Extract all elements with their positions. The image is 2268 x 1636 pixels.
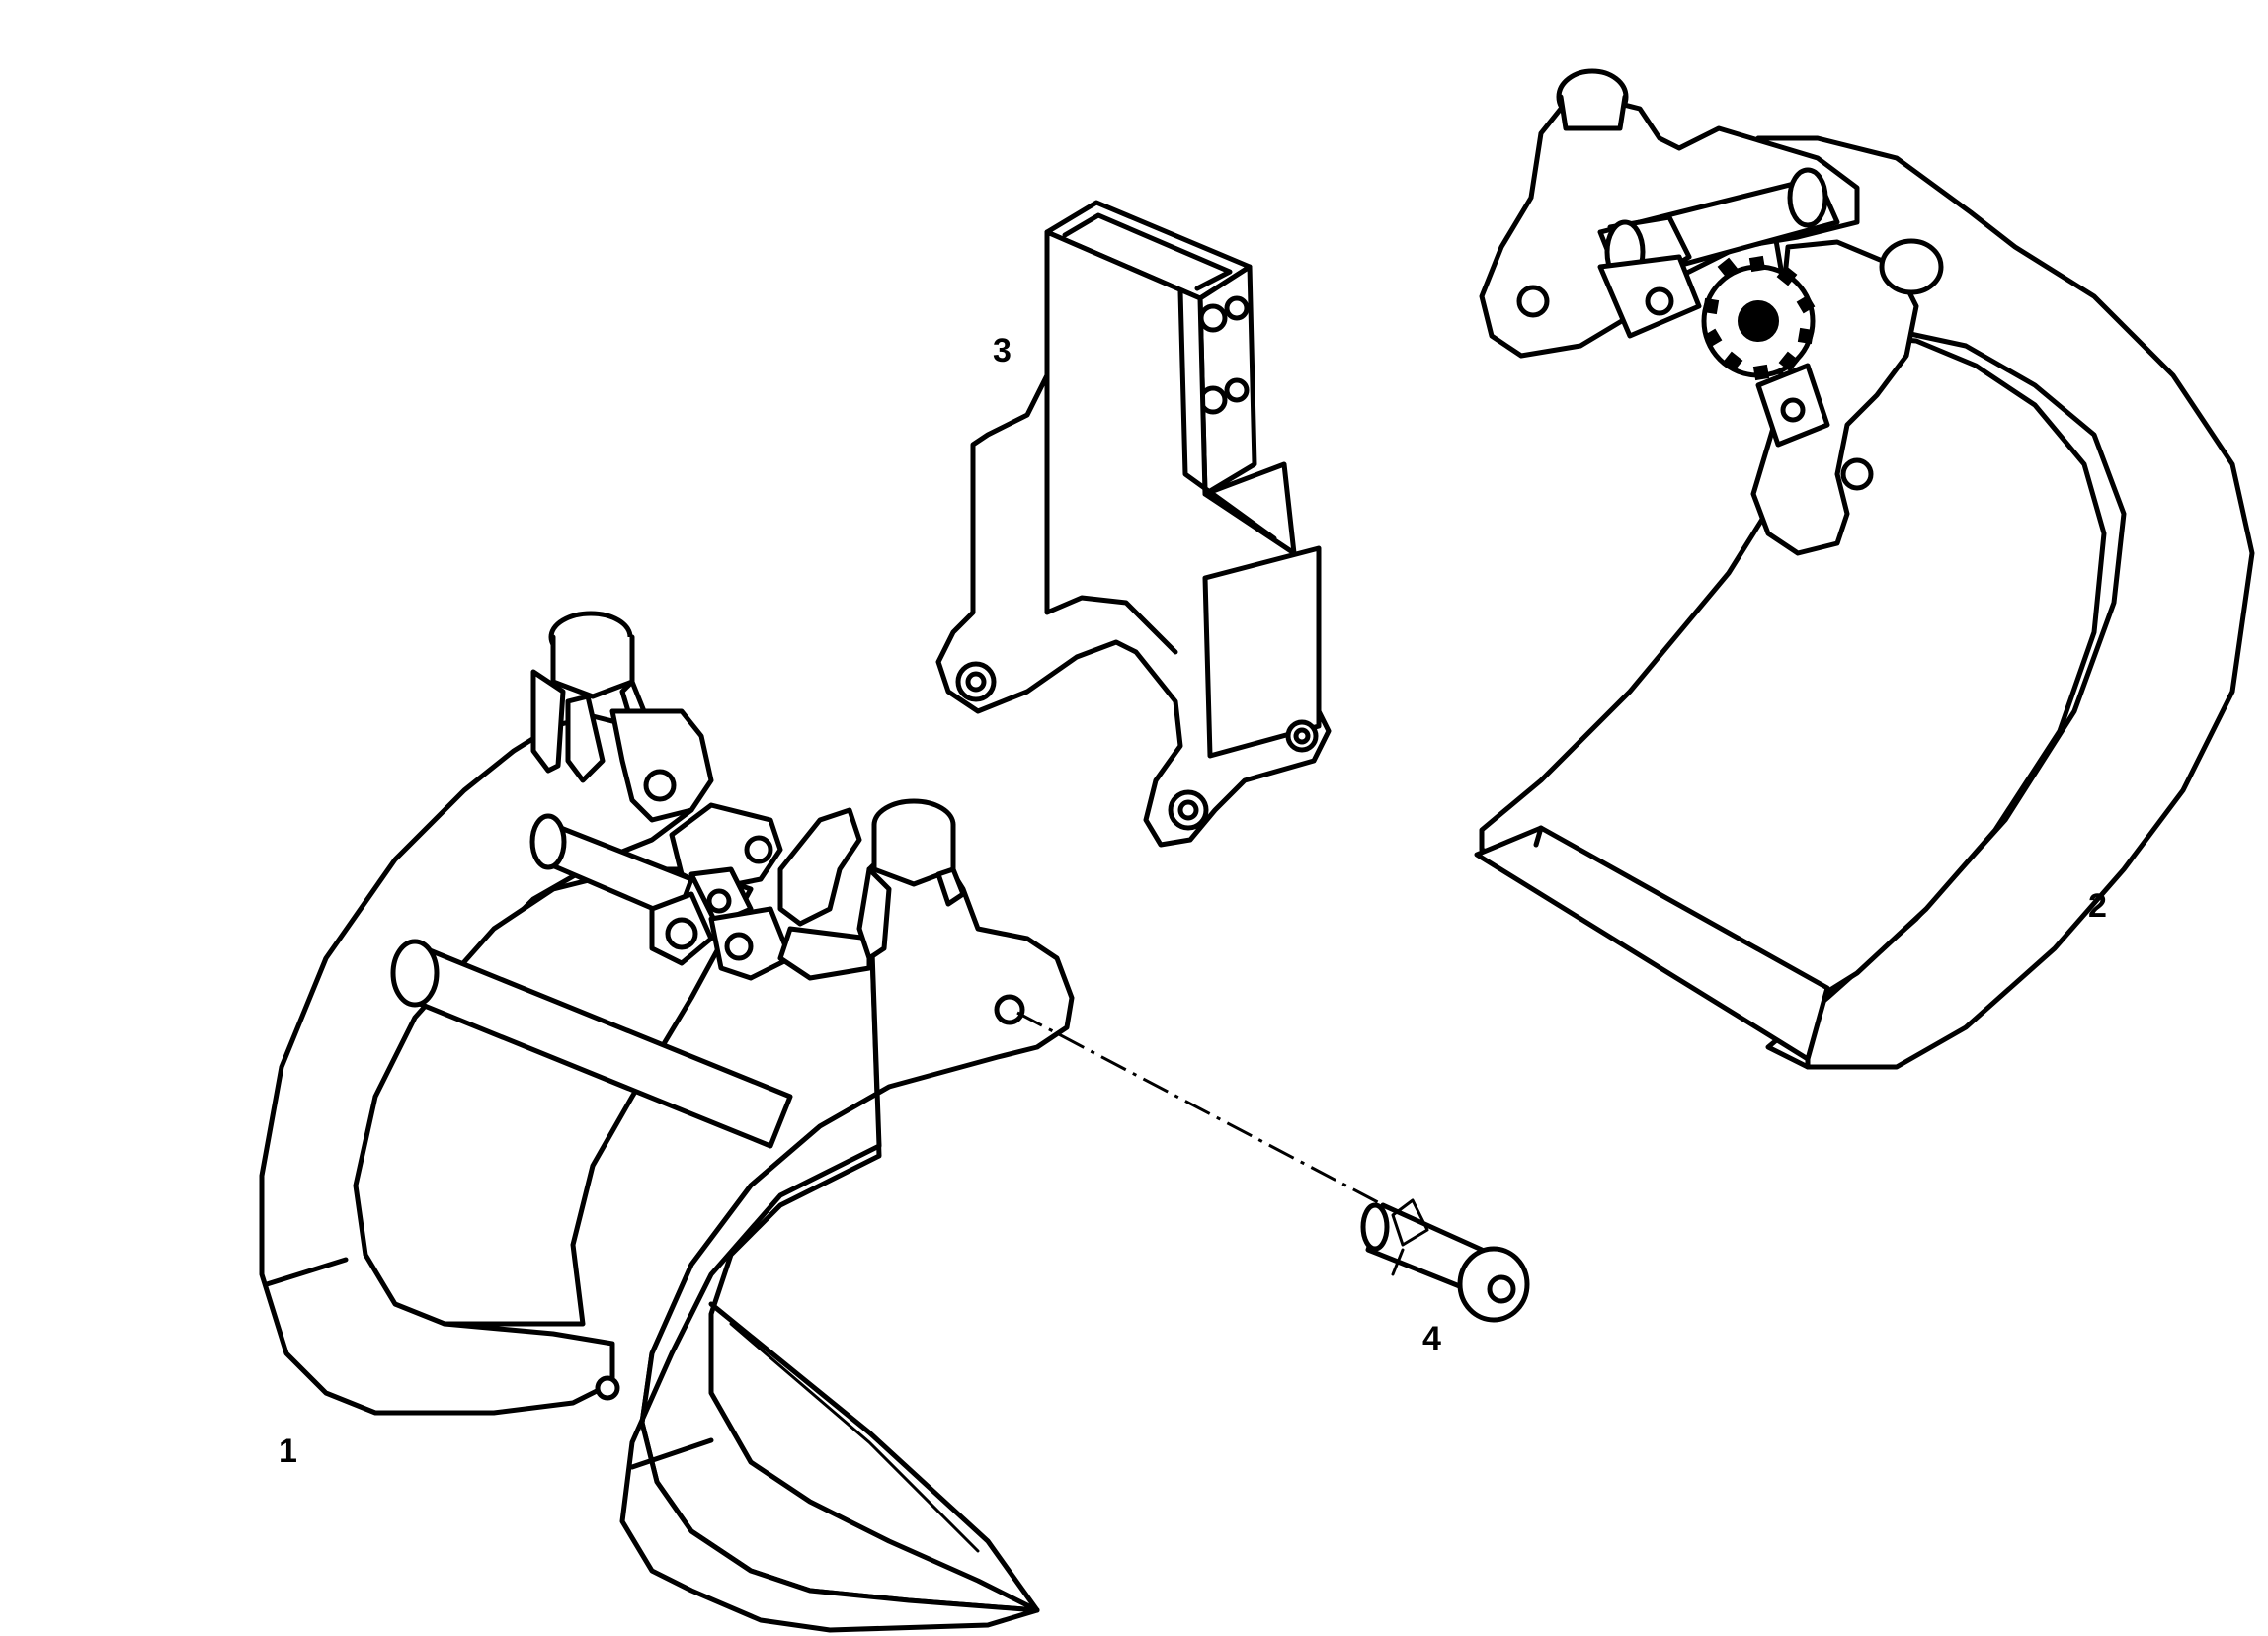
callout-1: 1	[279, 1432, 297, 1470]
part-2-grapple-jaw	[1474, 68, 2255, 1070]
callout-3: 3	[993, 332, 1012, 369]
callout-2: 2	[2088, 887, 2107, 925]
gear-detail	[1701, 255, 1816, 381]
part-1-grapple-assembly	[259, 611, 1075, 1633]
callout-4: 4	[1422, 1320, 1441, 1357]
part-4-pin	[1016, 1011, 1530, 1323]
part-3-mounting-bracket	[935, 200, 1332, 848]
